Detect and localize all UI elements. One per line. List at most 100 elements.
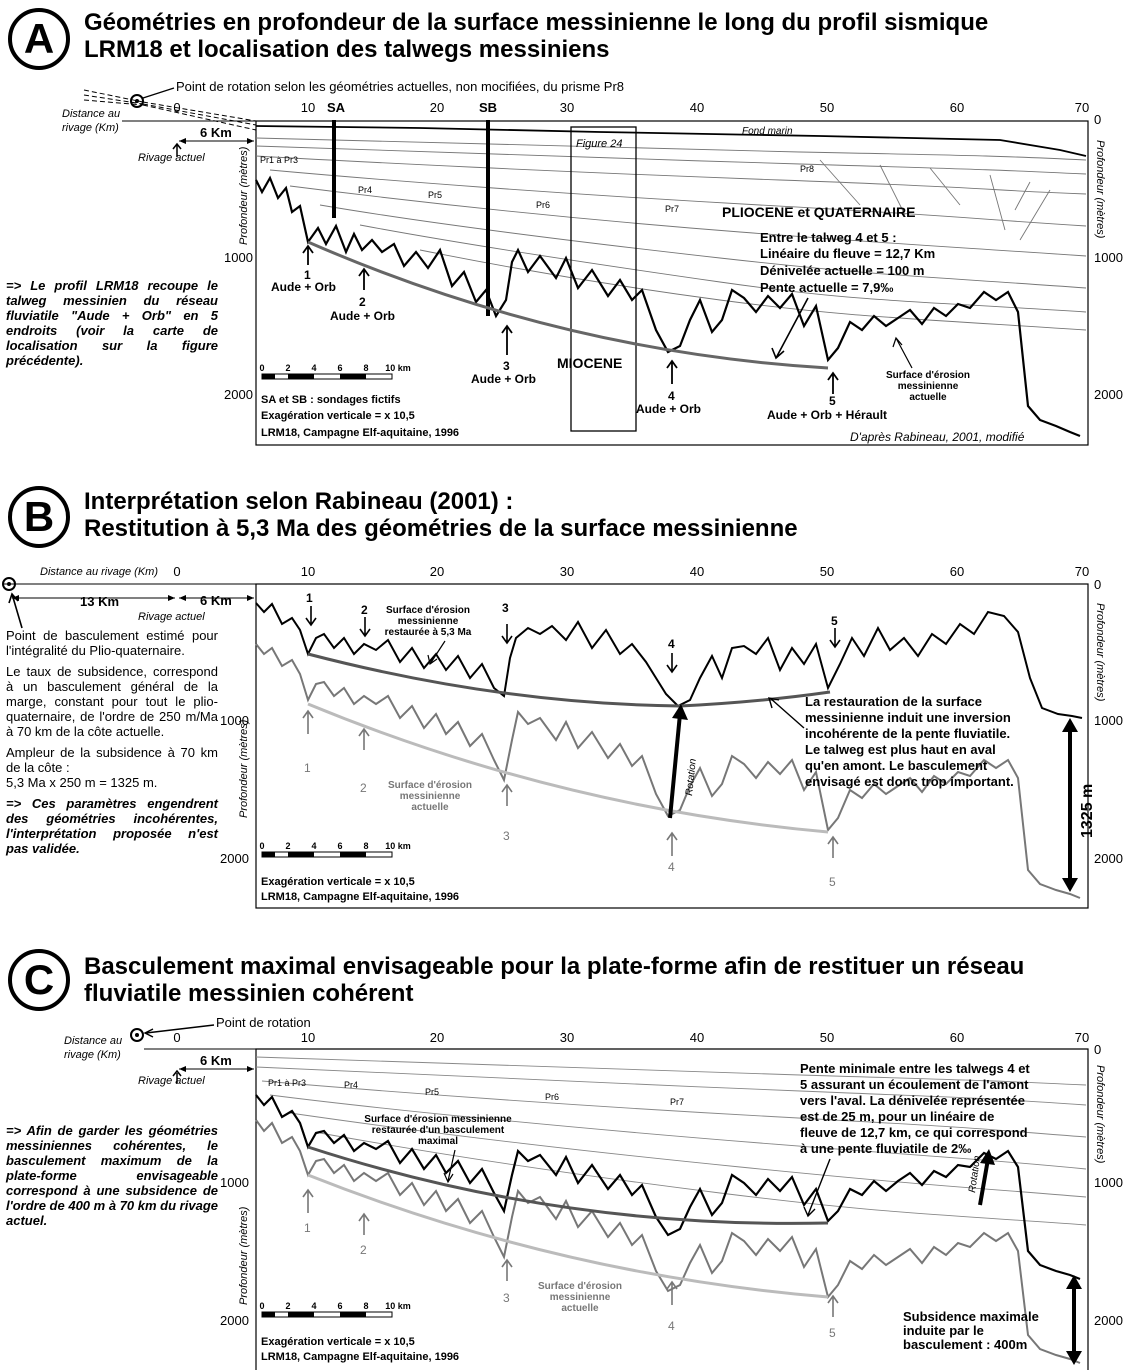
- panel-a-km-tick-60: 60: [950, 100, 964, 115]
- panel-a-talweg-4-river: Aude + Orb: [636, 402, 701, 416]
- panel-a-depth-axis-left: 1000 2000 Profondeur (mètres): [224, 146, 253, 402]
- panel-c-scale-6: 6: [337, 1301, 342, 1311]
- panel-c-actual-label: Surface d'érosion messinienne actuelle: [538, 1281, 622, 1314]
- panel-c-unit-pr6: Pr6: [545, 1092, 559, 1102]
- panel-a-km-tick-20: 20: [430, 100, 444, 115]
- panel-a-side-text: => Le profil LRM18 recoupe le talweg mes…: [6, 278, 218, 368]
- panel-c-restored-label: Surface d'érosion messinienne restaurée …: [364, 1114, 512, 1147]
- panel-b-actual-surface: [255, 643, 1081, 899]
- panel-c-unit-labels: Pr1 à Pr3 Pr4 Pr5 Pr6 Pr7: [268, 1078, 684, 1107]
- panel-b-side-p3: Ampleur de la subsidence à 70 km de la c…: [6, 745, 218, 775]
- panel-c-km-0: 0: [173, 1030, 180, 1045]
- panel-b-title: Interprétation selon Rabineau (2001) : R…: [84, 488, 798, 542]
- panel-c-km-40: 40: [690, 1030, 704, 1045]
- rotation-note-leader: [142, 87, 175, 99]
- panel-c-rotation-label: Rotation: [967, 1155, 983, 1194]
- panel-a-letter: A: [8, 8, 70, 70]
- panel-b-scale-bar: 0 2 4 6 8 10 km: [259, 841, 411, 858]
- panel-a-erosion-arrow: [892, 336, 913, 369]
- panel-a-profile-frame: [255, 120, 1089, 446]
- panel-b-depth-r-label: Profondeur (mètres): [1094, 603, 1106, 702]
- panel-b-restored-label-1: Surface d'érosion: [386, 605, 470, 616]
- panel-a-legend-1: SA et SB : sondages fictifs: [261, 394, 401, 406]
- panel-c-scale-4: 4: [311, 1301, 316, 1311]
- panel-c-restored-label-1: Surface d'érosion messinienne: [364, 1114, 512, 1125]
- panel-a-seafloor: [255, 125, 1087, 157]
- panel-c-note-arrow: [803, 1158, 831, 1218]
- panel-b-actual-num-3: 3: [503, 829, 510, 843]
- panel-a-scale-2: 2: [285, 363, 290, 373]
- panel-a-talweg-2-num: 2: [359, 295, 366, 309]
- panel-b-offset-13km: 13 Km: [12, 594, 175, 609]
- panel-b-depth-r-2000: 2000: [1094, 851, 1123, 866]
- panel-c-figure: Distance au rivage (Km) Point de rotatio…: [64, 1015, 1123, 1370]
- panel-b-actual-num-4: 4: [668, 860, 675, 874]
- panel-c-depth-1000: 1000: [220, 1175, 249, 1190]
- panel-c-depth-r-label: Profondeur (mètres): [1094, 1065, 1106, 1164]
- panel-c-actual-num-5: 5: [829, 1326, 836, 1340]
- panel-b-note: La restauration de la surface messinienn…: [805, 694, 1014, 789]
- panel-b-actual-label-2: messinienne: [400, 791, 461, 802]
- panel-c-actual-label-1: Surface d'érosion: [538, 1281, 622, 1292]
- panel-b-restored-num-3: 3: [502, 601, 509, 615]
- panel-c-subsidence-2: induite par le: [903, 1323, 984, 1338]
- panel-b-depth-r-1000: 1000: [1094, 713, 1123, 728]
- panel-a-scale-bar: 0 2 4 6 8 10 km: [259, 363, 411, 380]
- panel-c-scale-2: 2: [285, 1301, 290, 1311]
- miocene-label: MIOCENE: [557, 355, 622, 371]
- panel-c-side-text: => Afin de garder les géométries messini…: [6, 1123, 218, 1228]
- unit-pr8: Pr8: [800, 164, 814, 174]
- panel-a-km-tick-50: 50: [820, 100, 834, 115]
- panel-b-scale-8: 8: [363, 841, 368, 851]
- panel-c-actual-talweg: [307, 1173, 829, 1299]
- panel-a-scale-0: 0: [259, 363, 264, 373]
- panel-c-note-4: est de 25 m, pour un linéaire de: [800, 1109, 994, 1124]
- panel-c-restored-label-arrow: [443, 1149, 456, 1184]
- panel-b-actual-num-2: 2: [360, 781, 367, 795]
- panel-b-restored-num-4: 4: [668, 637, 675, 651]
- panel-b-actual-num-5: 5: [829, 875, 836, 889]
- panel-a-talweg-2-river: Aude + Orb: [330, 309, 395, 323]
- panel-b-note-5: qu'en amont. Le basculement: [805, 758, 988, 773]
- panel-a-talweg-3-river: Aude + Orb: [471, 372, 536, 386]
- panel-b-letter: B: [8, 486, 70, 548]
- panel-b-subsidence-arrow: 1325 m: [1062, 718, 1096, 892]
- panel-a-credit: D'après Rabineau, 2001, modifié: [850, 430, 1025, 444]
- panel-a-talweg-4: 4 Aude + Orb: [636, 359, 701, 416]
- figure-24-label: Figure 24: [576, 138, 622, 150]
- panel-b-offset-13-label: 13 Km: [80, 594, 119, 609]
- panel-b: B Interprétation selon Rabineau (2001) :…: [0, 478, 1133, 918]
- unit-pr7: Pr7: [665, 204, 679, 214]
- panel-c-title-line1: Basculement maximal envisageable pour la…: [84, 953, 1025, 980]
- panel-a-note-line4: Pente actuelle = 7,9‰: [760, 280, 893, 295]
- panel-b-rivage-label: Rivage actuel: [138, 611, 205, 623]
- panel-a-unit-labels: Pr1 à Pr3 Pr4 Pr5 Pr6 Pr7 Pr8: [260, 155, 814, 214]
- panel-c-depth-r-0: 0: [1094, 1042, 1101, 1057]
- panel-c-restored-label-2: restaurée d'un basculement: [372, 1125, 505, 1136]
- panel-b-km-70: 70: [1075, 564, 1089, 579]
- panel-c-km-30: 30: [560, 1030, 574, 1045]
- panel-b-restored-num-5: 5: [831, 614, 838, 628]
- panel-b-side-text: Point de basculement estimé pour l'intég…: [6, 628, 218, 862]
- panel-b-actual-num-1: 1: [304, 761, 311, 775]
- panel-c-rotation-point-label: Point de rotation: [216, 1015, 311, 1030]
- panel-c-offset-6km: 6 Km Rivage actuel: [138, 1053, 254, 1087]
- borehole-sa-label: SA: [327, 100, 346, 115]
- panel-a-km-tick-0: 0: [173, 100, 180, 115]
- panel-c-reflectors: [255, 1056, 1087, 1226]
- panel-b-scale-6: 6: [337, 841, 342, 851]
- panel-b-restored-label-2: messinienne: [398, 616, 459, 627]
- rotation-note: Point de rotation selon les géométries a…: [176, 79, 624, 94]
- panel-b-scale-0: 0: [259, 841, 264, 851]
- panel-b-note-3: incohérente de la pente fluviatile.: [805, 726, 1010, 741]
- panel-b-actual-nums: 1 2 3 4 5: [304, 761, 836, 889]
- panel-a-talweg-1-num: 1: [304, 268, 311, 282]
- panel-b-note-1: La restauration de la surface: [805, 694, 982, 709]
- panel-a-talweg-5: 5 Aude + Orb + Hérault: [767, 371, 887, 422]
- panel-a-depth-r-label: Profondeur (mètres): [1094, 140, 1106, 239]
- panel-c-profile-frame: [255, 1048, 1089, 1370]
- panel-a-talweg-1: 1 Aude + Orb: [271, 244, 336, 294]
- panel-b-actual-label-3: actuelle: [411, 802, 449, 813]
- panel-b-legend-1: Exagération verticale = x 10,5: [261, 876, 415, 888]
- panel-c-km-50: 50: [820, 1030, 834, 1045]
